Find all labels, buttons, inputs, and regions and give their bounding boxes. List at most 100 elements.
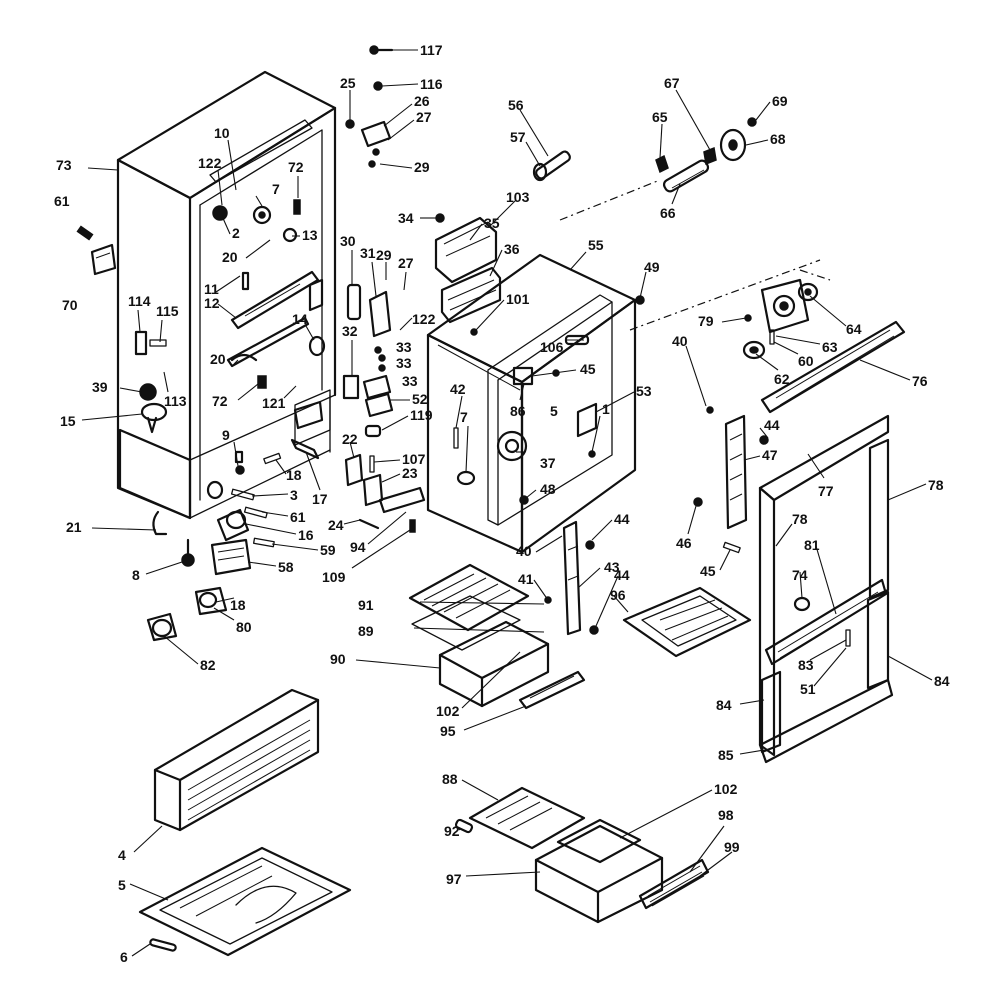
callout: 18 xyxy=(286,467,302,483)
callout: 41 xyxy=(518,571,534,587)
callout: 48 xyxy=(540,481,556,497)
callout: 8 xyxy=(132,567,140,583)
callout: 78 xyxy=(792,511,808,527)
callout: 33 xyxy=(396,355,412,371)
callout: 116 xyxy=(420,76,443,92)
cabinet-hardware xyxy=(206,199,326,519)
callout: 27 xyxy=(398,255,414,271)
callout: 11 xyxy=(204,281,219,297)
callout: 6 xyxy=(120,949,128,965)
callout: 2 xyxy=(232,225,240,241)
cabinet-shell xyxy=(116,70,337,520)
callout: 66 xyxy=(660,205,676,221)
callout: 69 xyxy=(772,93,788,109)
callout: 73 xyxy=(56,157,72,173)
callout: 10 xyxy=(214,125,230,141)
callout: 23 xyxy=(402,465,418,481)
callout: 96 xyxy=(610,587,626,603)
callout: 56 xyxy=(508,97,524,113)
callout: 31 xyxy=(360,245,376,261)
callout: 101 xyxy=(506,291,530,307)
callout: 18 xyxy=(230,597,246,613)
callout: 82 xyxy=(200,657,216,673)
callout: 47 xyxy=(762,447,778,463)
callout: 55 xyxy=(588,237,604,253)
callout: 74 xyxy=(792,567,808,583)
callout: 97 xyxy=(446,871,462,887)
callout: 70 xyxy=(62,297,78,313)
callout: 99 xyxy=(724,839,740,855)
meat-keeper xyxy=(454,786,710,924)
callout: 107 xyxy=(402,451,426,467)
callout: 94 xyxy=(350,539,366,555)
callout: 7 xyxy=(272,181,280,197)
callout: 78 xyxy=(928,477,944,493)
callout: 61 xyxy=(54,193,70,209)
callout: 62 xyxy=(774,371,790,387)
callout: 85 xyxy=(718,747,734,763)
callout: 4 xyxy=(118,847,126,863)
callout: 91 xyxy=(358,597,374,613)
control-cluster xyxy=(146,508,275,642)
fan-assembly xyxy=(532,117,757,193)
callout: 46 xyxy=(676,535,692,551)
callout: 106 xyxy=(540,339,564,355)
callout: 49 xyxy=(644,259,660,275)
callout: 81 xyxy=(804,537,820,553)
callout: 22 xyxy=(342,431,358,447)
callout: 5 xyxy=(550,403,558,419)
callout: 44 xyxy=(614,567,630,583)
callout: 7 xyxy=(460,409,468,425)
callout: 53 xyxy=(636,383,652,399)
callout: 30 xyxy=(340,233,356,249)
callout: 98 xyxy=(718,807,734,823)
callout: 68 xyxy=(770,131,786,147)
callout: 29 xyxy=(376,247,392,263)
callout: 13 xyxy=(302,227,318,243)
callout: 5 xyxy=(118,877,126,893)
callout: 77 xyxy=(818,483,834,499)
callout: 33 xyxy=(402,373,418,389)
callout: 1 xyxy=(602,401,610,417)
callout: 79 xyxy=(698,313,714,329)
callout: 72 xyxy=(212,393,228,409)
callout: 58 xyxy=(278,559,294,575)
callout: 103 xyxy=(506,189,530,205)
callout: 92 xyxy=(444,823,460,839)
callout: 122 xyxy=(198,155,222,171)
evaporator-fan-parts xyxy=(742,278,906,414)
callout: 72 xyxy=(288,159,304,175)
callout: 29 xyxy=(414,159,430,175)
callout: 121 xyxy=(262,395,286,411)
callout: 102 xyxy=(714,781,738,797)
door-frame xyxy=(758,414,894,764)
leader-lines xyxy=(81,49,933,957)
callout: 90 xyxy=(330,651,346,667)
callout: 40 xyxy=(516,543,532,559)
callout: 14 xyxy=(292,311,308,327)
callout: 45 xyxy=(580,361,596,377)
callout: 88 xyxy=(442,771,458,787)
callout: 12 xyxy=(204,295,220,311)
callout: 3 xyxy=(290,487,298,503)
callout: 20 xyxy=(210,351,226,367)
callout: 26 xyxy=(414,93,430,109)
callout: 36 xyxy=(504,241,520,257)
callout: 76 xyxy=(912,373,928,389)
left-side-parts xyxy=(76,225,195,567)
callout: 83 xyxy=(798,657,814,673)
callout: 122 xyxy=(412,311,436,327)
callout: 21 xyxy=(66,519,82,535)
base-grille xyxy=(153,688,320,832)
callout: 51 xyxy=(800,681,816,697)
callout: 40 xyxy=(672,333,688,349)
callout: 67 xyxy=(664,75,680,91)
callout: 33 xyxy=(396,339,412,355)
callout: 63 xyxy=(822,339,838,355)
callout: 39 xyxy=(92,379,108,395)
callout: 102 xyxy=(436,703,460,719)
callout: 64 xyxy=(846,321,862,337)
callout: 24 xyxy=(328,517,344,533)
callout: 109 xyxy=(322,569,346,585)
